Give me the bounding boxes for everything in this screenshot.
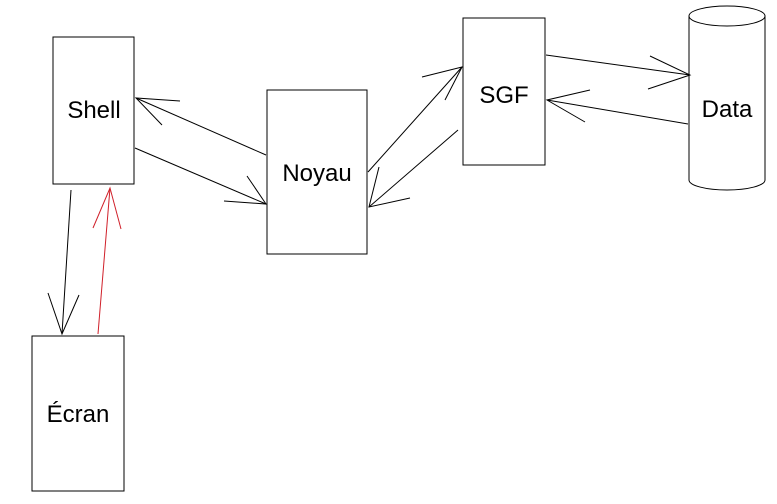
arrow-shell-to-noyau <box>134 147 267 205</box>
arrow-noyau-to-sgf <box>367 66 463 173</box>
node-ecran: Écran <box>31 335 125 492</box>
arrow-sgf-to-data <box>545 54 692 90</box>
data-cylinder-body <box>688 16 766 191</box>
sgf-label: SGF <box>479 82 528 109</box>
arrow-shell-to-ecran <box>47 189 80 336</box>
node-noyau: Noyau <box>266 89 368 255</box>
shell-label: Shell <box>67 97 120 124</box>
arrows-layer <box>47 54 692 336</box>
node-sgf: SGF <box>462 17 546 166</box>
arrow-sgf-to-noyau <box>368 129 459 208</box>
sgf-box <box>462 17 546 166</box>
node-shell: Shell <box>52 36 135 185</box>
data-cylinder-top <box>688 5 766 27</box>
arrow-ecran-to-shell <box>92 186 122 335</box>
arrow-data-to-sgf <box>545 89 689 125</box>
node-data: Data <box>688 5 766 191</box>
shell-box <box>52 36 135 185</box>
data-label: Data <box>702 96 753 123</box>
ecran-label: Écran <box>47 401 110 428</box>
noyau-box <box>266 89 368 255</box>
ecran-box <box>31 335 125 492</box>
arrow-noyau-to-shell <box>134 97 267 156</box>
noyau-label: Noyau <box>282 160 351 187</box>
